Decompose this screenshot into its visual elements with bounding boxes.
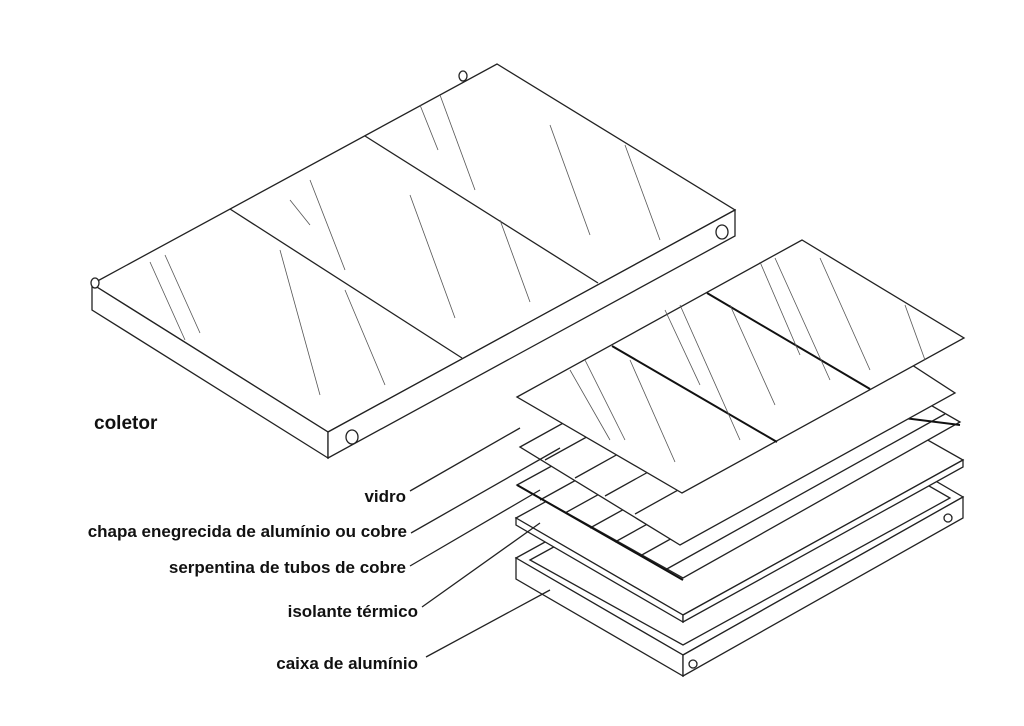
tubes-label: serpentina de tubos de cobre bbox=[168, 558, 406, 577]
absorber-plate-label: chapa enegrecida de alumínio ou cobre bbox=[87, 522, 407, 541]
box-label: caixa de alumínio bbox=[276, 654, 418, 673]
pipe-stub-icon bbox=[90, 70, 729, 445]
assembled-collector bbox=[90, 63, 737, 460]
collector-label: coletor bbox=[94, 413, 158, 434]
glass-cover bbox=[515, 239, 966, 494]
glass-label: vidro bbox=[364, 487, 406, 506]
insulation-label: isolante térmico bbox=[287, 602, 418, 621]
leader-lines bbox=[409, 427, 561, 658]
